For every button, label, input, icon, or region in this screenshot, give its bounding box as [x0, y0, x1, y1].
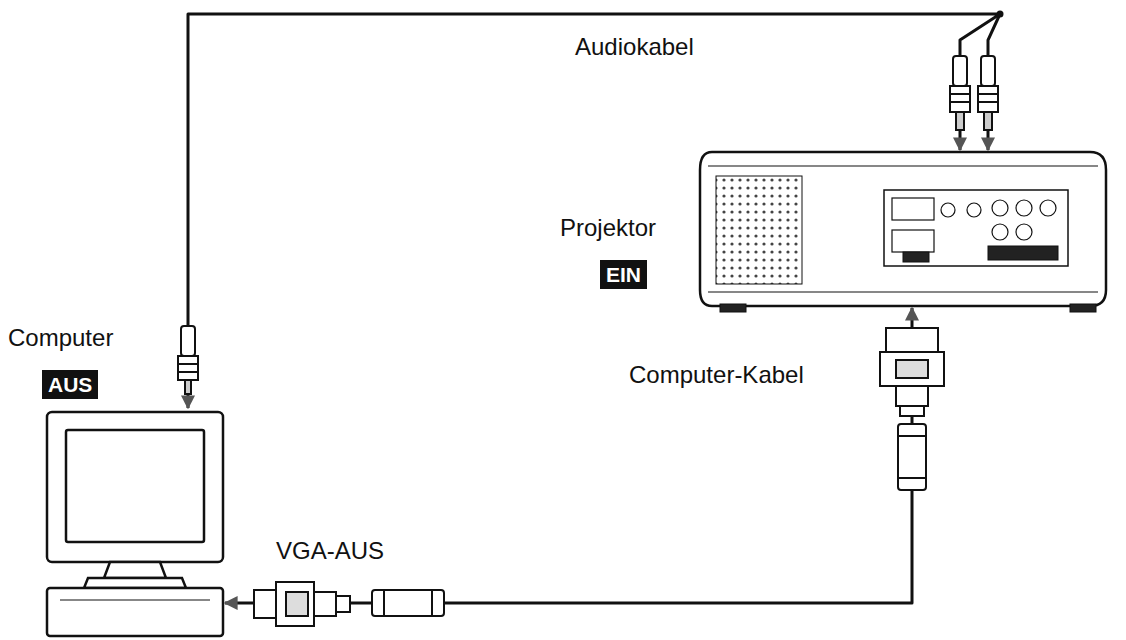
device-name: Computer — [8, 325, 113, 351]
computer-illustration — [47, 412, 223, 636]
mini-jack — [178, 326, 198, 394]
cable-label: Audiokabel — [572, 34, 697, 60]
vga-plug — [880, 328, 944, 490]
vga-plug — [254, 582, 444, 626]
computer-cable — [225, 308, 912, 603]
state-badge: AUS — [42, 370, 98, 399]
state-badge: EIN — [600, 260, 647, 289]
device-name: Projektor — [560, 215, 656, 241]
port-label: VGA-AUS — [276, 538, 384, 564]
computer-node: ComputerAUS — [45, 408, 225, 633]
cable-label: Computer-Kabel — [626, 362, 807, 388]
projector-node: ProjektorEIN — [700, 150, 1106, 308]
projector-illustration — [700, 152, 1106, 312]
rca-plug — [978, 56, 998, 130]
rca-plug — [950, 56, 970, 130]
audio-cable — [188, 14, 1000, 408]
